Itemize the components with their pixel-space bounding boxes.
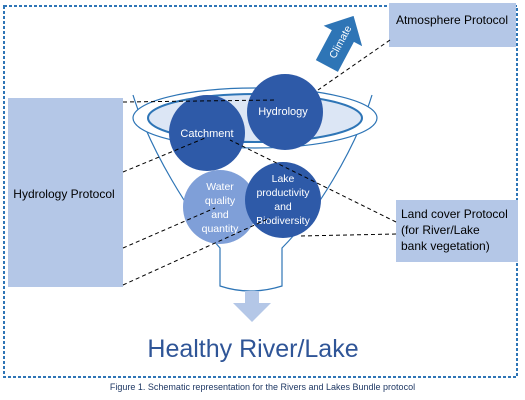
hydrology-circle [247,74,323,150]
land-cover-protocol-label-line: Land cover Protocol [401,207,508,221]
water-quality-label-line: quality [205,195,236,207]
connector-hydrology-protocol-water [122,207,216,249]
water-quality-circle [183,170,257,244]
hydrology-protocol-box [8,98,123,287]
connector-hydrology-protocol-lake [122,217,271,286]
water-quality-label-line: quantity [202,223,240,235]
land-cover-protocol-label-line: bank vegetation) [401,239,490,253]
atmosphere-protocol-label: Atmosphere Protocol [396,13,508,27]
atmosphere-protocol-box [389,3,516,47]
connector-hydrology-protocol-catchment [122,137,206,173]
water-quality-label-line: Water [206,181,234,193]
outer-frame [3,5,518,378]
outcome-label: Healthy River/Lake [147,335,358,363]
connector-land-cover-lake [299,233,397,237]
down-arrow [233,291,271,322]
catchment-label: Catchment [180,128,233,140]
land-cover-protocol-box [396,200,518,262]
catchment-circle [169,95,245,171]
climate-arrow: Climate [314,14,364,74]
lake-productivity-label-line: productivity [256,187,310,199]
hydrology-protocol-label: Hydrology Protocol [13,187,114,201]
lake-productivity-circle [245,162,321,238]
water-quality-label-line: and [211,209,229,221]
connector-atmosphere-hydrology [317,39,391,91]
figure-caption: Figure 1. Schematic representation for t… [109,382,416,392]
hydrology-label: Hydrology [258,106,308,118]
connector-land-cover-catchment [229,139,397,223]
land-cover-protocol-label-line: (for River/Lake [401,223,480,237]
lake-productivity-label-line: Lake [272,173,295,185]
connector-hydrology-protocol-top [122,99,276,103]
lake-productivity-label-line: and [274,201,292,213]
